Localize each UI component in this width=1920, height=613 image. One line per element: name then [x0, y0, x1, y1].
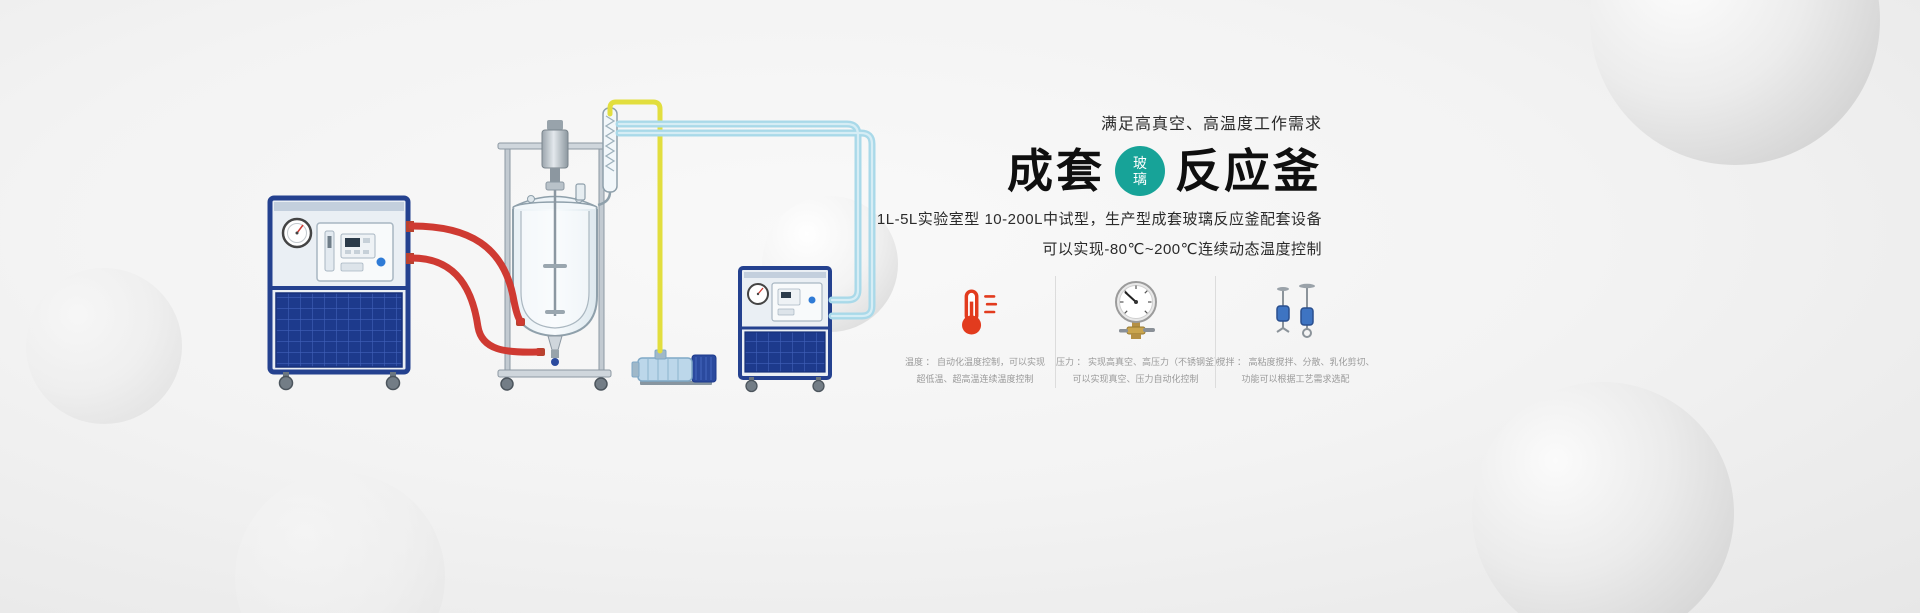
tubing: [408, 99, 876, 356]
glass-badge: 玻 璃: [1115, 146, 1165, 196]
feature-temperature-line-1: 温度 ： 自动化温度控制，可以实现: [904, 357, 1045, 367]
yellow-vacuum-tube: [607, 99, 663, 354]
decor-sphere-left: [26, 268, 182, 424]
vacuum-pump: [631, 349, 717, 385]
feature-list: 温度 ： 自动化温度控制，可以实现 超低温、超高温连续温度控制: [895, 276, 1375, 388]
circulator-unit: [267, 195, 414, 391]
tagline: 满足高真空、高温度工作需求: [1100, 116, 1322, 133]
equipment-illustration: [267, 99, 876, 393]
feature-pressure-line-2: 可以实现真空、压力自动化控制: [1072, 374, 1199, 384]
title-right: 反应釜: [1175, 145, 1322, 197]
red-tube-supply: [408, 222, 525, 326]
decor-sphere-top-right: [1590, 0, 1880, 165]
red-tube-return: [408, 254, 541, 356]
subtitle-line-2: 可以实现-80℃~200℃连续动态温度控制: [1042, 241, 1322, 258]
compact-chiller-unit: [738, 266, 832, 393]
badge-char-bottom: 璃: [1133, 171, 1147, 187]
headline-block: 满足高真空、高温度工作需求 成套 玻 璃 反应釜 1L-5L实验室型 10-20…: [762, 110, 1322, 259]
decor-sphere-bottom-right: [1472, 382, 1734, 613]
condenser-column: [602, 107, 618, 193]
feature-temperature-line-2: 超低温、超高温连续温度控制: [916, 374, 1034, 384]
badge-char-top: 玻: [1133, 155, 1147, 171]
feature-stirring-line-1: 搅拌 ： 高粘度搅拌、分散、乳化剪切、: [1216, 357, 1375, 367]
drain-valve: [551, 358, 559, 366]
decor-sphere-bottom-left: [235, 472, 445, 613]
stirrer-icon: [1216, 276, 1375, 340]
subtitle-line-1: 1L-5L实验室型 10-200L中试型，生产型成套玻璃反应釜配套设备: [876, 211, 1322, 228]
stirrer-motor: [547, 120, 563, 130]
title-left: 成套: [1007, 145, 1105, 197]
main-title: 成套 玻 璃 反应釜: [762, 146, 1322, 196]
feature-pressure: 压力 ： 实现高真空、高压力（不锈钢釜） 可以实现真空、压力自动化控制: [1055, 276, 1224, 388]
feature-temperature: 温度 ： 自动化温度控制，可以实现 超低温、超高温连续温度控制: [895, 276, 1055, 388]
thermometer-icon: [895, 276, 1055, 340]
glass-reactor: [497, 107, 618, 391]
feature-stirring: 搅拌 ： 高粘度搅拌、分散、乳化剪切、 功能可以根据工艺需求选配: [1215, 276, 1375, 388]
pressure-gauge-icon: [1056, 276, 1215, 340]
feature-pressure-line-1: 压力 ： 实现高真空、高压力（不锈钢釜）: [1056, 357, 1224, 367]
feature-stirring-line-2: 功能可以根据工艺需求选配: [1241, 374, 1350, 384]
